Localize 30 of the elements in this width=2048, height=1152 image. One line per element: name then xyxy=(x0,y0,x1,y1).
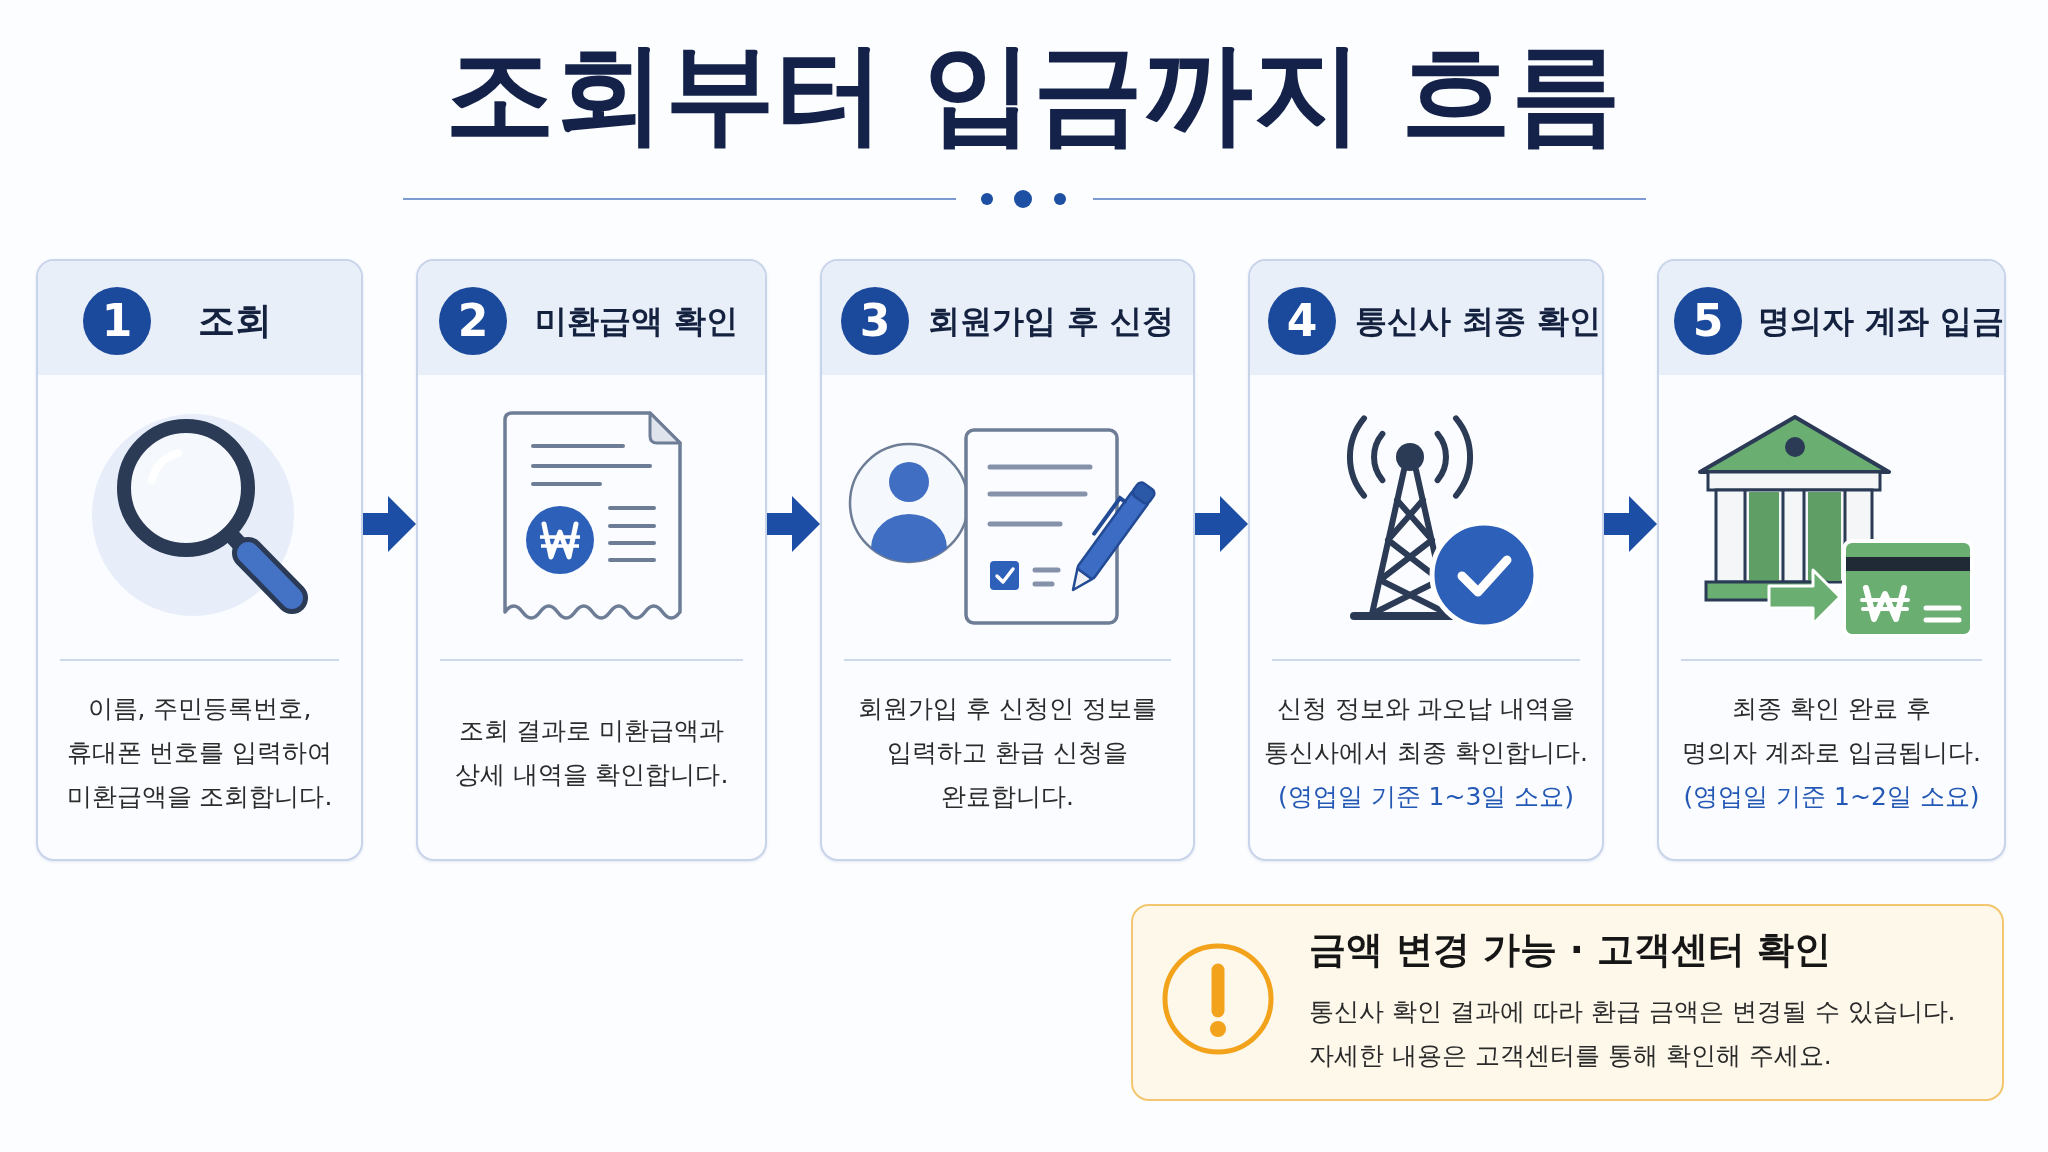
step-description: 이름, 주민등록번호, 휴대폰 번호를 입력하여 미환급액을 조회합니다. xyxy=(66,693,333,813)
step-description: 신청 정보와 과오납 내역을 통신사에서 최종 확인합니다. xyxy=(1264,693,1588,769)
duration-note: (영업일 기준 1~3일 소요) xyxy=(1277,781,1575,813)
arrow xyxy=(1604,496,1657,552)
step-card xyxy=(1657,259,2006,861)
step-card xyxy=(820,259,1195,861)
arrow xyxy=(767,496,820,552)
arrow xyxy=(1195,496,1248,552)
step-card xyxy=(416,259,767,861)
notice-title: 금액 변경 가능 · 고객센터 확인 xyxy=(1309,927,1832,973)
step-card xyxy=(1248,259,1604,861)
step-title: 회원가입 후 신청 xyxy=(928,301,1175,342)
step-card xyxy=(36,259,363,861)
number-badge: 4 xyxy=(1268,287,1336,355)
arrow xyxy=(363,496,416,552)
step-title: 통신사 최종 확인 xyxy=(1355,301,1602,342)
page-title: 조회부터 입금까지 흐름 xyxy=(444,37,1622,149)
step-title: 명의자 계좌 입금 xyxy=(1758,301,2005,342)
number-badge: 5 xyxy=(1674,287,1742,355)
step-title: 조회 xyxy=(198,298,272,344)
step-description: 회원가입 후 신청인 정보를 입력하고 환급 신청을 완료합니다. xyxy=(858,693,1157,813)
number-badge: 2 xyxy=(439,287,507,355)
number-badge: 1 xyxy=(83,287,151,355)
notice-box xyxy=(1131,904,2004,1101)
step-description: 조회 결과로 미환급액과 상세 내역을 확인합니다. xyxy=(454,715,729,791)
number-badge: 3 xyxy=(841,287,909,355)
step-title: 미환급액 확인 xyxy=(535,301,739,342)
notice-text: 통신사 확인 결과에 따라 환급 금액은 변경될 수 있습니다. 자세한 내용은 고객센터를 통해 확인해 주세요. xyxy=(1309,996,1956,1072)
step-description: 최종 확인 완료 후 명의자 계좌로 입금됩니다. xyxy=(1682,693,1981,769)
duration-note: (영업일 기준 1~2일 소요) xyxy=(1683,781,1980,813)
